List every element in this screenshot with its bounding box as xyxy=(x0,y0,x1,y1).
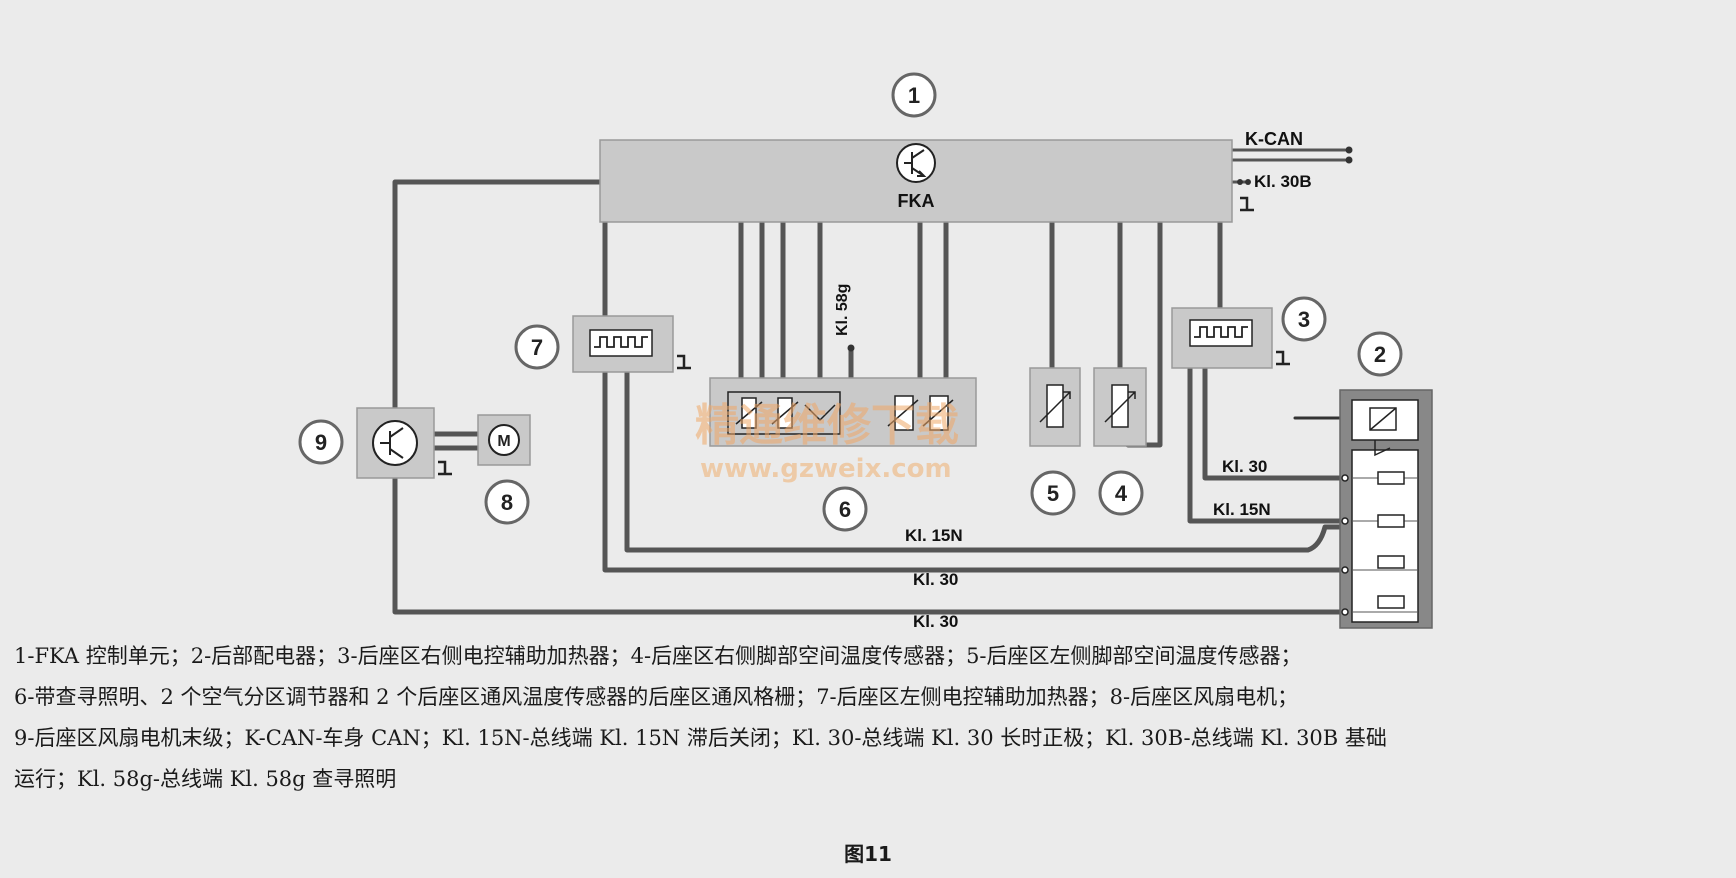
badge-4: 4 xyxy=(1098,470,1144,516)
svg-text:6: 6 xyxy=(839,497,851,522)
kcan-label: K-CAN xyxy=(1245,129,1303,149)
right-heater xyxy=(1171,307,1290,369)
figure-caption: 1-FKA 控制单元；2-后部配电器；3-后座区右侧电控辅助加热器；4-后座区右… xyxy=(14,636,1724,800)
svg-text:7: 7 xyxy=(531,335,543,360)
fuse-icon xyxy=(1377,595,1405,609)
svg-text:5: 5 xyxy=(1047,481,1059,506)
wire-terminals xyxy=(847,146,1353,352)
watermark-url: www.gzweix.com xyxy=(700,454,952,484)
fan-output-stage xyxy=(356,407,452,479)
wire-kl15n-relay xyxy=(1187,365,1343,524)
kl15n-bus-label: Kl. 15N xyxy=(905,526,963,545)
badge-9: 9 xyxy=(298,419,344,465)
watermark-text: 精通维修下载 xyxy=(695,400,959,451)
fka-control-unit: FKA xyxy=(599,139,1254,223)
relay-coil-icon xyxy=(1351,399,1419,441)
wiring-diagram: FKA xyxy=(298,72,1433,631)
transistor-icon xyxy=(896,143,936,183)
badge-7: 7 xyxy=(514,324,560,370)
kcan-pin-2 xyxy=(1345,156,1353,164)
badge-8: 8 xyxy=(484,479,530,525)
kl30-relay-label: Kl. 30 xyxy=(1222,457,1267,476)
transistor-icon xyxy=(372,420,418,466)
kl30b-label: Kl. 30B xyxy=(1254,172,1312,191)
fka-label: FKA xyxy=(898,191,935,211)
svg-text:3: 3 xyxy=(1298,307,1310,332)
badge-3: 3 xyxy=(1281,296,1327,342)
left-heater-ground xyxy=(677,354,691,370)
right-heater-ground xyxy=(1276,350,1290,366)
left-footwell-sensor xyxy=(1029,367,1081,447)
caption-line-4: 运行；Kl. 58g-总线端 Kl. 58g 查寻照明 xyxy=(14,767,397,791)
badge-6: 6 xyxy=(822,486,868,532)
left-heater xyxy=(572,315,691,373)
vent-grille xyxy=(709,377,977,447)
badge-5: 5 xyxy=(1030,470,1076,516)
wire-kl15n-bus xyxy=(624,363,1343,553)
watermark: 精通维修下载 www.gzweix.com xyxy=(695,400,959,484)
caption-line-1: 1-FKA 控制单元；2-后部配电器；3-后座区右侧电控辅助加热器；4-后座区右… xyxy=(14,644,1302,668)
number-badges: 1 2 3 4 5 6 7 8 xyxy=(298,72,1403,532)
svg-text:1: 1 xyxy=(908,83,920,108)
caption-line-2: 6-带查寻照明、2 个空气分区调节器和 2 个后座区通风温度传感器的后座区通风格… xyxy=(14,685,1299,709)
svg-text:9: 9 xyxy=(315,430,327,455)
grille-inner-frame xyxy=(727,391,841,435)
kl30-bus-label: Kl. 30 xyxy=(913,570,958,589)
kl30b-pin xyxy=(1237,179,1243,185)
fka-ground-symbol xyxy=(1240,196,1254,212)
wire-kl30-bottom xyxy=(392,442,1343,615)
svg-text:4: 4 xyxy=(1115,481,1128,506)
fuse-icon xyxy=(1377,471,1405,485)
caption-line-3: 9-后座区风扇电机末级；K-CAN-车身 CAN；Kl. 15N-总线端 Kl.… xyxy=(14,726,1387,750)
right-footwell-sensor xyxy=(1093,367,1147,447)
kl15n-relay-label: Kl. 15N xyxy=(1213,500,1271,519)
wire-fka-to-fan-stage xyxy=(392,179,603,411)
svg-text:2: 2 xyxy=(1374,342,1386,367)
fan-stage-ground xyxy=(438,460,452,476)
fuse-icon xyxy=(1377,514,1405,528)
kl30-bus-label-2: Kl. 30 xyxy=(913,612,958,631)
fuse-icon xyxy=(1377,555,1405,569)
lamp-icon xyxy=(804,404,836,422)
kl58g-label: Kl. 58g xyxy=(834,284,851,336)
kl58g-pin xyxy=(847,344,855,352)
relay-switch-icon xyxy=(1374,440,1391,457)
svg-text:8: 8 xyxy=(501,490,513,515)
figure-label: 图11 xyxy=(844,842,892,866)
badge-2: 2 xyxy=(1357,331,1403,377)
kl30b-pin-2 xyxy=(1245,179,1251,185)
motor-icon xyxy=(488,424,520,456)
kcan-pin-1 xyxy=(1345,146,1353,154)
svg-text:M: M xyxy=(497,433,510,450)
wire-kl30-relay xyxy=(1202,365,1343,481)
badge-1: 1 xyxy=(891,72,937,118)
rear-power-distribution xyxy=(1339,389,1433,629)
fan-motor: M xyxy=(477,414,531,466)
